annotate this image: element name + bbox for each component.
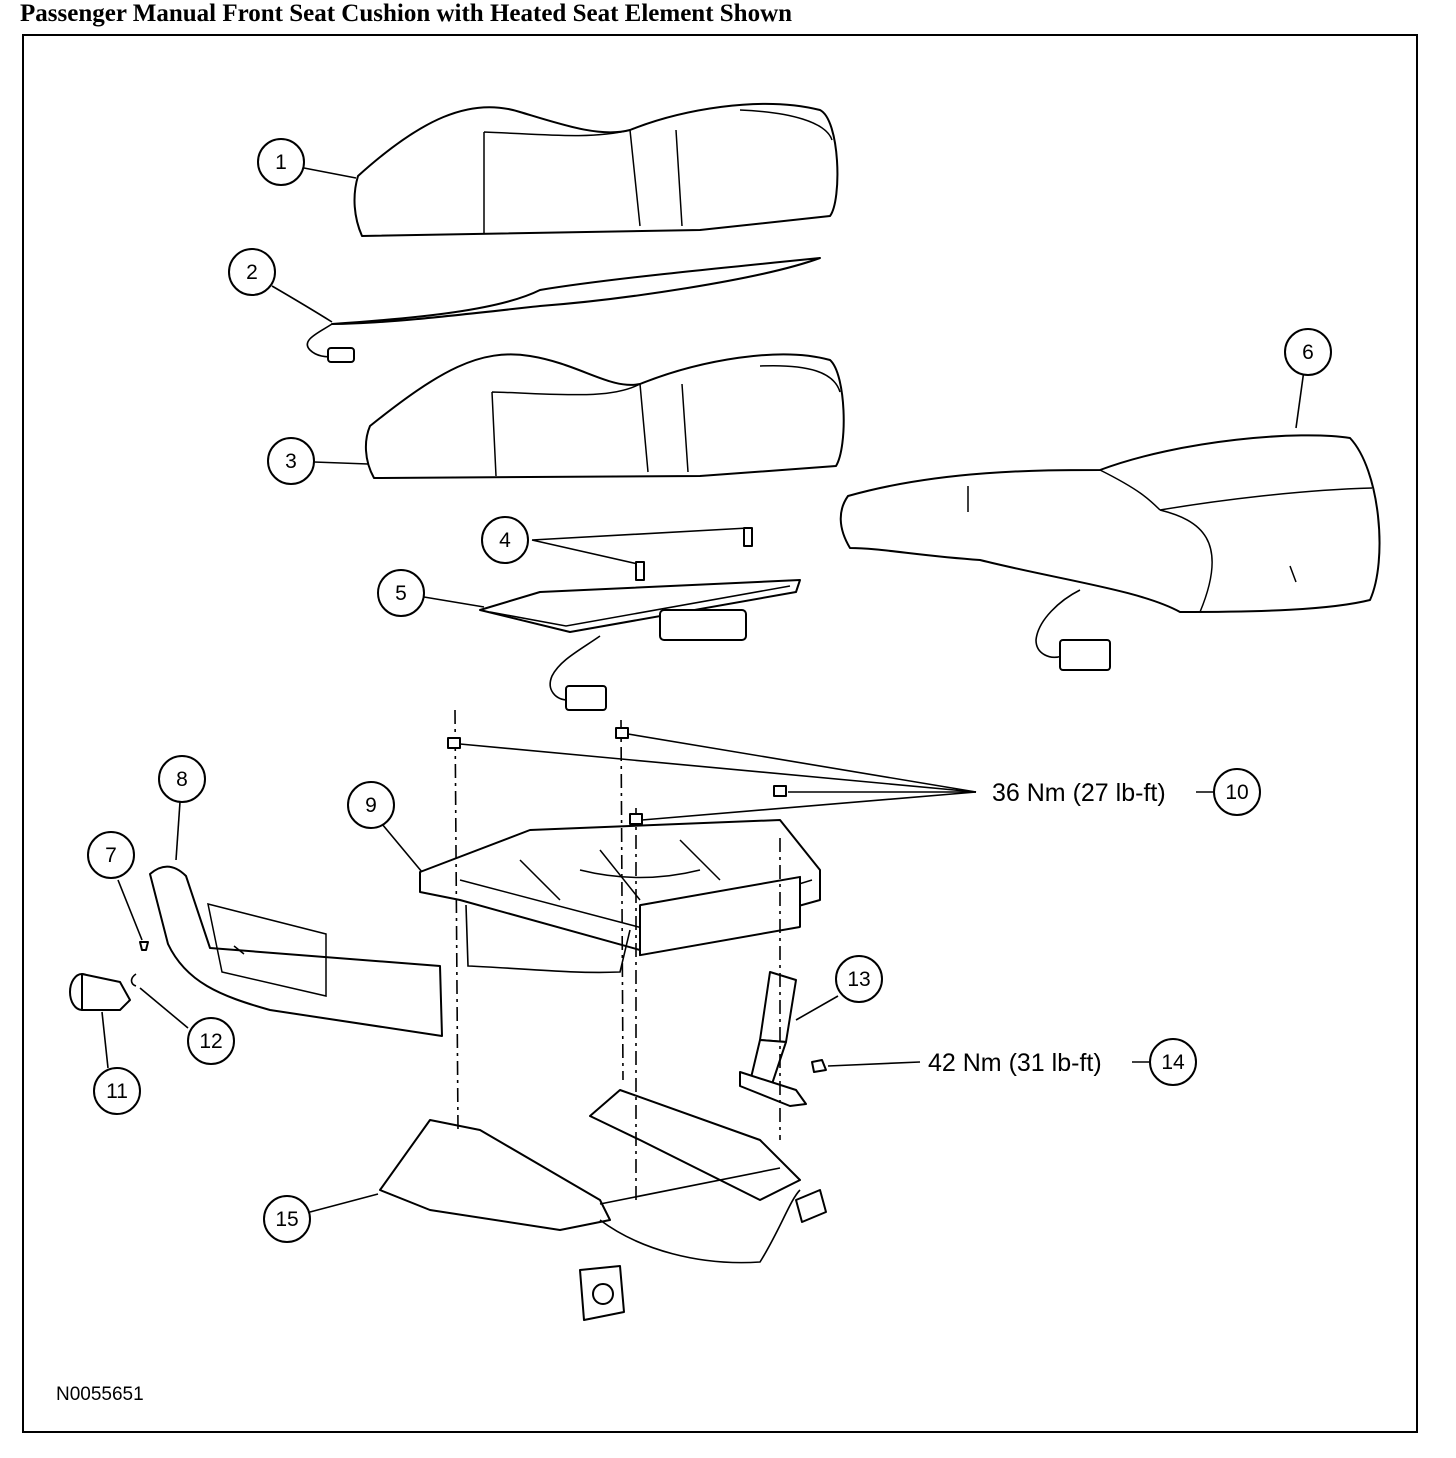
callout-15: 15 <box>263 1195 311 1243</box>
svg-text:8: 8 <box>176 768 188 791</box>
svg-text:7: 7 <box>105 844 117 867</box>
recliner-handle-part <box>69 973 131 1011</box>
callout-8: 8 <box>158 755 206 803</box>
nut-torque-label: 36 Nm (27 lb-ft) <box>992 779 1166 807</box>
svg-text:11: 11 <box>106 1080 128 1103</box>
cushion-pad-part <box>364 353 845 479</box>
seat-cushion-assembly-part <box>839 434 1381 671</box>
svg-text:13: 13 <box>847 968 870 991</box>
bolt-part <box>811 1059 827 1073</box>
callout-5: 5 <box>377 569 425 617</box>
diagram-frame <box>22 34 1418 1433</box>
svg-text:2: 2 <box>246 261 258 284</box>
callout-12: 12 <box>187 1017 235 1065</box>
heated-seat-element-part <box>306 257 821 363</box>
svg-text:4: 4 <box>499 529 511 552</box>
svg-text:14: 14 <box>1161 1051 1185 1074</box>
callout-3: 3 <box>267 437 315 485</box>
svg-text:1: 1 <box>275 151 287 174</box>
assembly-axes <box>454 709 781 1200</box>
svg-text:9: 9 <box>365 794 377 817</box>
diagram-title: Passenger Manual Front Seat Cushion with… <box>20 0 793 27</box>
screw-part <box>139 941 149 951</box>
leader-lines <box>101 167 1305 1213</box>
seat-track-part <box>379 1089 827 1321</box>
occupant-sensor-mat-part <box>479 579 801 711</box>
svg-text:6: 6 <box>1302 341 1314 364</box>
side-shield-part <box>149 865 443 1037</box>
svg-text:15: 15 <box>275 1208 298 1231</box>
callout-4: 4 <box>481 516 529 564</box>
callout-7: 7 <box>87 831 135 879</box>
svg-text:12: 12 <box>199 1030 222 1053</box>
pins-part <box>531 527 753 581</box>
seat-belt-buckle-part <box>739 971 807 1107</box>
nuts-part <box>447 727 787 825</box>
bolt-torque-label: 42 Nm (31 lb-ft) <box>928 1049 1102 1077</box>
svg-text:3: 3 <box>285 450 297 473</box>
cushion-cover-part <box>353 102 839 237</box>
callout-10: 10 <box>1213 768 1261 816</box>
callout-13: 13 <box>835 955 883 1003</box>
callout-11: 11 <box>93 1067 141 1115</box>
callout-6: 6 <box>1284 328 1332 376</box>
callout-9: 9 <box>347 781 395 829</box>
cushion-frame-part <box>419 819 821 974</box>
callout-2: 2 <box>228 248 276 296</box>
svg-text:10: 10 <box>1225 781 1248 804</box>
retaining-clip-part <box>130 973 137 987</box>
callout-14: 14 <box>1149 1038 1197 1086</box>
callout-1: 1 <box>257 138 305 186</box>
svg-text:5: 5 <box>395 582 407 605</box>
reference-code: N0055651 <box>56 1384 144 1405</box>
